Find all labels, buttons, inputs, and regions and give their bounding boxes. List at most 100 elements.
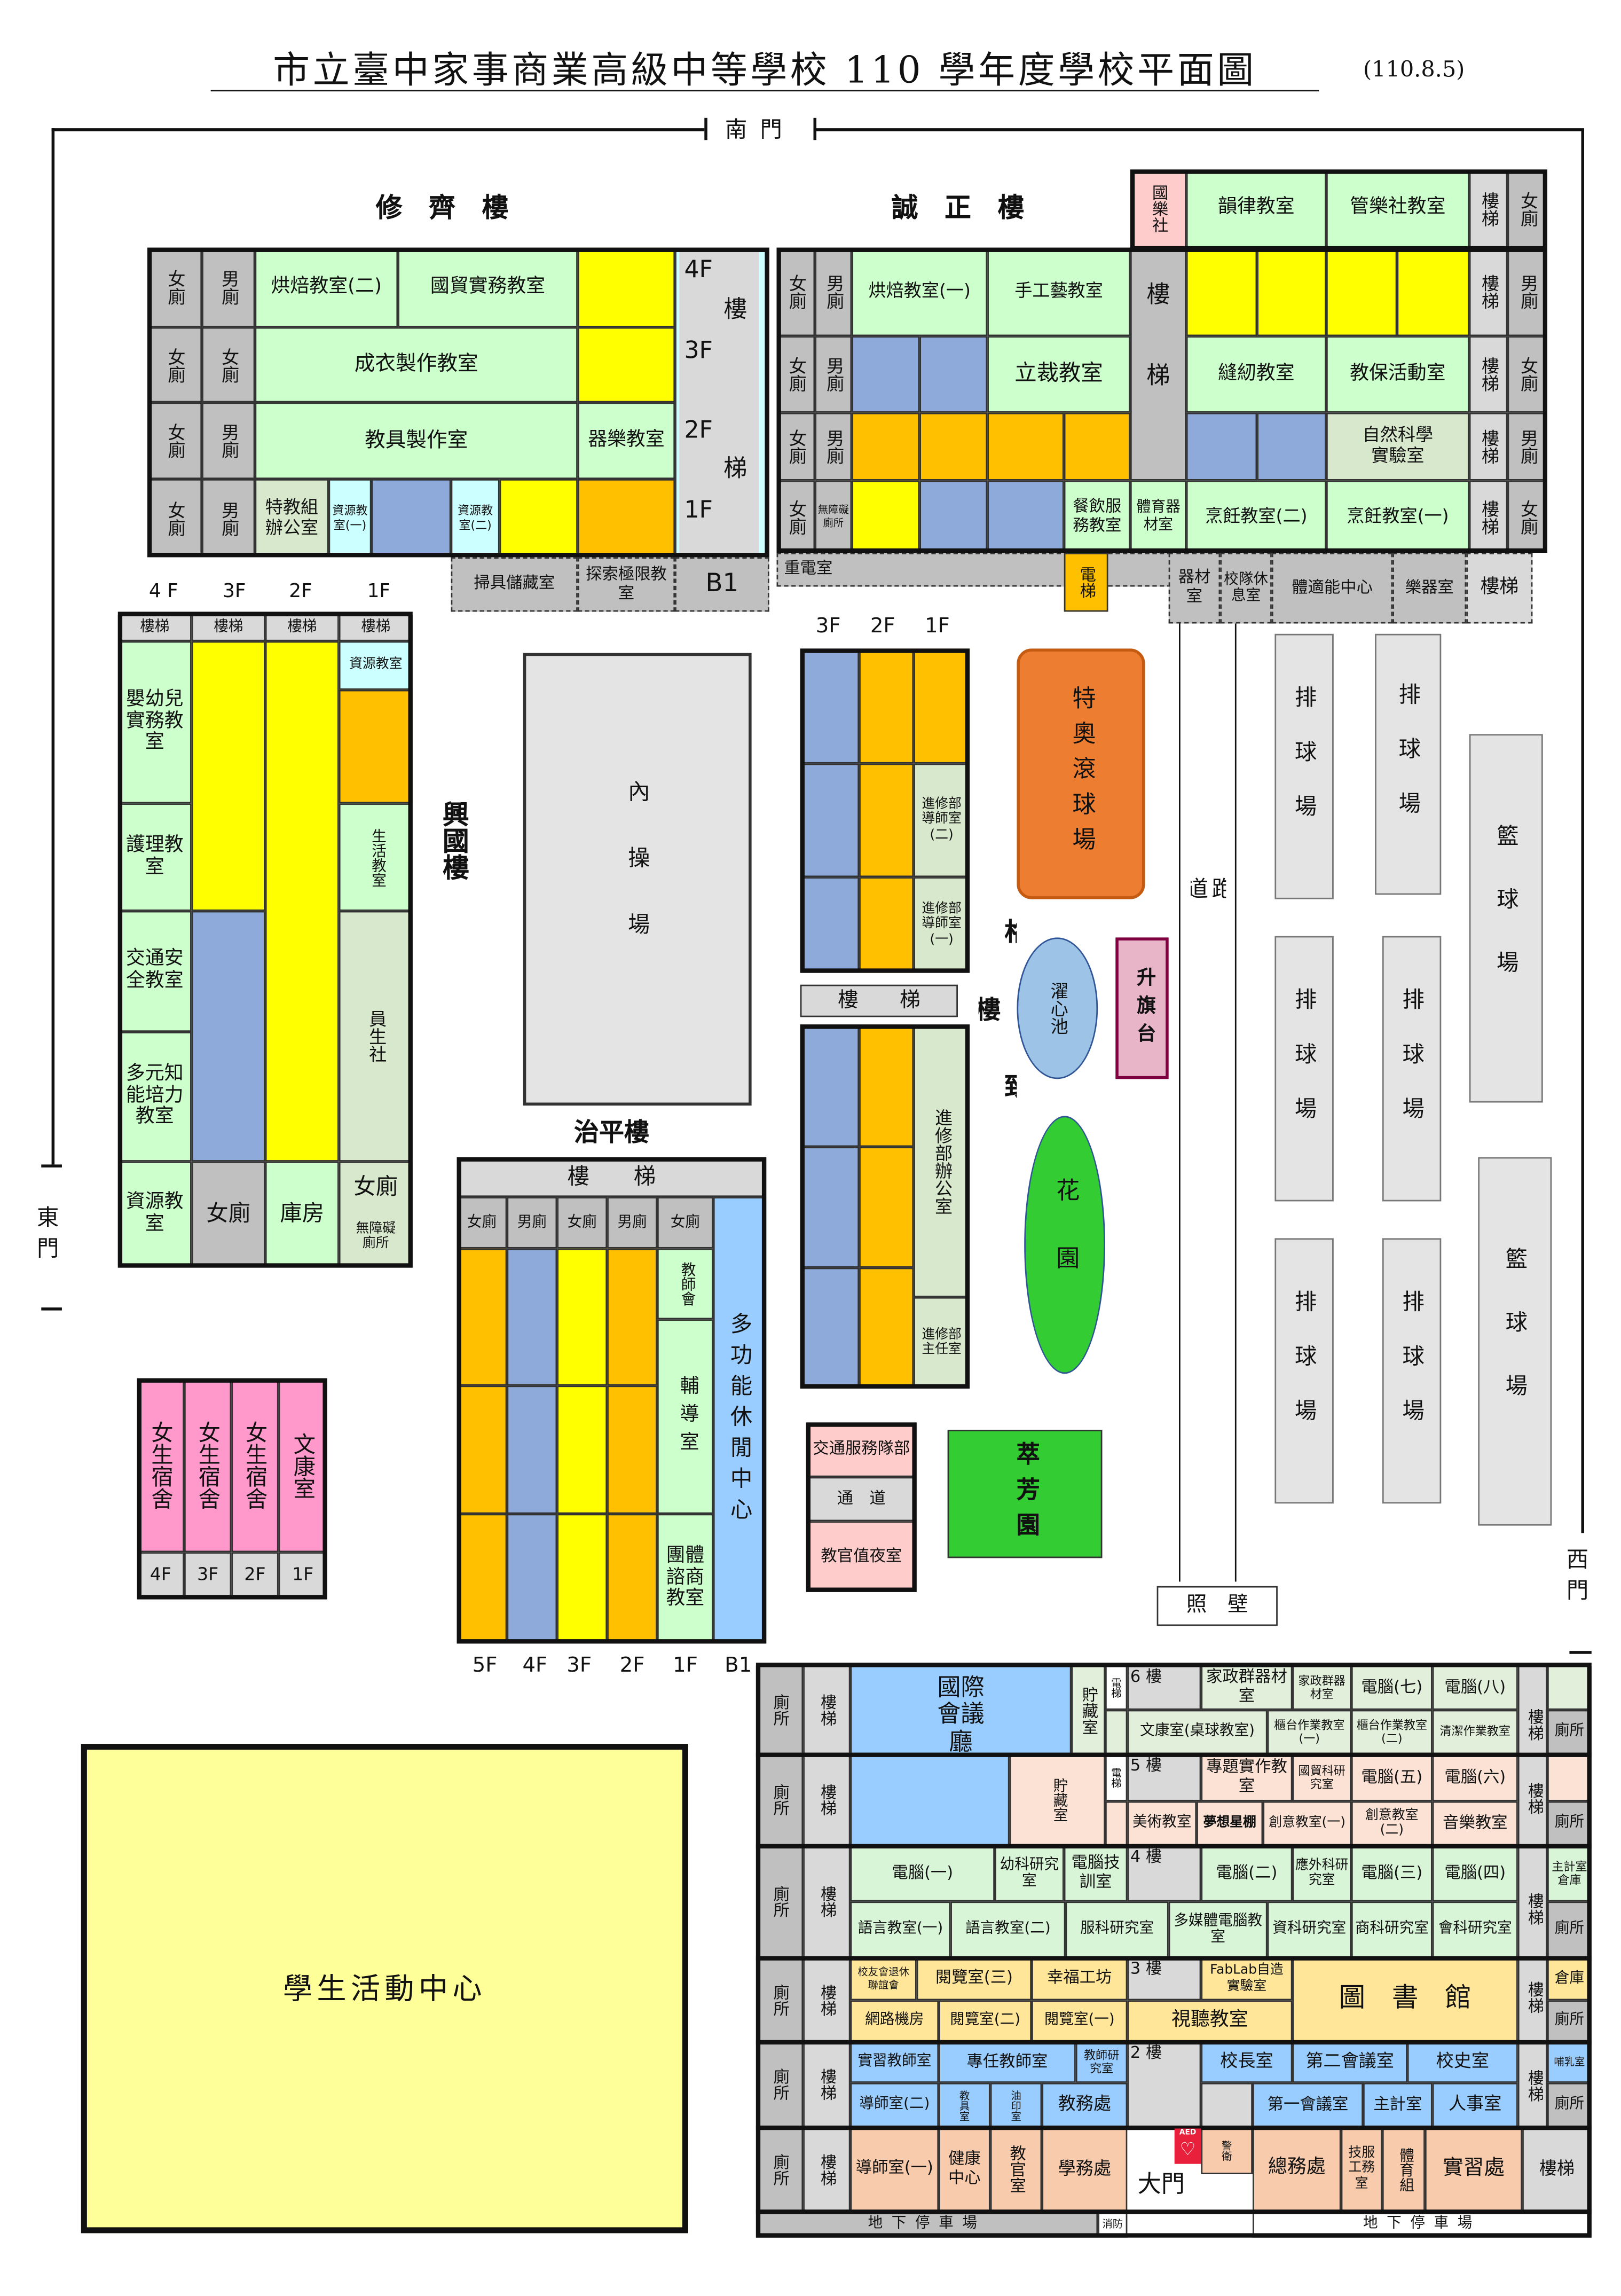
main-room: 網路機房 xyxy=(850,2000,939,2042)
main-room: 人事室 xyxy=(1432,2082,1518,2127)
main-room: 第二會議室 xyxy=(1292,2041,1407,2083)
main-stairs: 樓梯 xyxy=(1525,1782,1543,1815)
main-room: 櫃台作業教室(一) xyxy=(1267,1710,1351,1754)
room-block xyxy=(577,479,675,558)
main-stairs: 樓梯 xyxy=(1525,1708,1543,1741)
main-room: 校史室 xyxy=(1407,2041,1518,2083)
heart-icon: ♡ xyxy=(1179,2138,1196,2160)
xiuqi-stairs: 梯 xyxy=(723,453,747,482)
room-block xyxy=(800,877,860,973)
main-restroom: 廁所 xyxy=(1547,1710,1592,1754)
gezhi-room: 進修部導師室(一) xyxy=(914,877,970,973)
campus-room: 學生活動中心 xyxy=(81,1744,688,2234)
main-restroom: 廁所 xyxy=(1547,2082,1592,2127)
main-floor-label: 2 樓 xyxy=(1127,2041,1201,2127)
main-room: 閱覽室(二) xyxy=(939,2000,1032,2042)
boundary-line xyxy=(1581,128,1584,1533)
room-block xyxy=(919,412,988,481)
gezhi-building-name: 格致樓 xyxy=(978,918,1017,1228)
floor-separator xyxy=(756,2125,1592,2130)
main-room: 倉庫 xyxy=(1547,1957,1592,2001)
campus-room: 籃球場 xyxy=(1469,734,1543,1103)
chengzheng-room: 校隊休息室 xyxy=(1220,553,1272,624)
room-block xyxy=(1201,2082,1253,2127)
main-stairs: 樓梯 xyxy=(803,1665,851,1754)
main-room: 文康室(桌球教室) xyxy=(1127,1710,1268,1754)
chengzheng-room: 立裁教室 xyxy=(987,336,1130,413)
main-room: 資科研究室 xyxy=(1267,1901,1351,1958)
main-stairs: 樓梯 xyxy=(803,2041,851,2127)
room-block xyxy=(607,1514,657,1644)
xiuqi-floor-label: B1 xyxy=(675,557,769,612)
main-restroom: 廁所 xyxy=(1547,1901,1592,1958)
south-gate-label: 南 門 xyxy=(725,116,785,143)
boundary-line xyxy=(813,128,1581,131)
main-room: 電腦(五) xyxy=(1351,1754,1433,1801)
xiuqi-room: 掃具儲藏室 xyxy=(451,557,578,612)
main-room: 電腦技訓室 xyxy=(1064,1845,1128,1902)
campus-room: 排球場 xyxy=(1382,1238,1442,1504)
main-room: 閱覽室(三) xyxy=(916,1957,1032,2001)
floor-separator xyxy=(756,2040,1592,2045)
room-block xyxy=(852,336,920,413)
main-room: 總務處 xyxy=(1253,2127,1341,2211)
main-room: 創意教室(一) xyxy=(1263,1801,1351,1846)
chengzheng-restroom: 男廁 xyxy=(815,336,852,413)
main-room: 幼科研究室 xyxy=(995,1845,1064,1902)
main-room: 語言教室(一) xyxy=(850,1901,951,1958)
main-room: 會科研究室 xyxy=(1432,1901,1518,1958)
zhiping-floor-label: 5F xyxy=(472,1654,498,1678)
main-room: 多媒體電腦教室 xyxy=(1168,1901,1268,1958)
xingguo-room: 交通安全教室 xyxy=(117,911,192,1032)
main-room: 實習處 xyxy=(1425,2127,1523,2211)
zhiping-floor-label: B1 xyxy=(725,1654,752,1678)
campus-room: 通 道 xyxy=(806,1477,917,1522)
room-block xyxy=(557,1385,608,1514)
xiuqi-room: 烘焙教室(二) xyxy=(255,247,398,327)
room-block xyxy=(1105,1801,1128,1846)
xingguo-restroom: 無障礙廁所 xyxy=(356,1221,396,1252)
xiuqi-room: 資源教室(一) xyxy=(328,479,372,558)
gezhi-room: 進修部辦公室 xyxy=(914,1024,970,1297)
boundary-line xyxy=(51,128,705,131)
dorm-floor-label: 1F xyxy=(278,1552,327,1600)
chengzheng-room: 管樂社教室 xyxy=(1326,169,1469,248)
zhiping-restroom: 男廁 xyxy=(607,1197,657,1249)
campus-room: 萃芳園 xyxy=(947,1430,1103,1558)
floor-separator xyxy=(756,1844,1592,1849)
room-block xyxy=(265,641,339,1162)
chengzheng-room: 手工藝教室 xyxy=(987,247,1130,336)
room-block xyxy=(1186,412,1257,481)
main-stairs: 樓梯 xyxy=(803,1754,851,1846)
main-room: 國貿科研究室 xyxy=(1292,1754,1351,1801)
main-room: 警衛 xyxy=(1201,2127,1253,2174)
main-room: 電腦(三) xyxy=(1351,1845,1433,1902)
gezhi-floor-label: 2F xyxy=(870,614,895,638)
room-block xyxy=(507,1248,557,1386)
chengzheng-stairs: 樓梯 xyxy=(1469,480,1508,553)
room-block xyxy=(577,327,675,403)
chengzheng-room: 樓 xyxy=(1146,279,1170,308)
gezhi-floor-label: 1F xyxy=(924,614,950,638)
main-room: 家政群器材室 xyxy=(1201,1665,1293,1710)
zhiping-room: 多功能休閒中心 xyxy=(713,1197,767,1644)
main-room: 櫃台作業教室(二) xyxy=(1351,1710,1433,1754)
chengzheng-room: 重電室 xyxy=(776,553,1172,587)
aed-icon: AED♡ xyxy=(1174,2128,1201,2164)
dorm-room: 女生宿舍 xyxy=(184,1378,232,1553)
chengzheng-restroom: 女廁 xyxy=(1507,480,1547,553)
zhiping-building-name: 治平樓 xyxy=(574,1119,649,1149)
room-block xyxy=(859,763,914,877)
xiuqi-restroom: 女廁 xyxy=(147,327,202,403)
xiuqi-restroom: 男廁 xyxy=(202,402,255,479)
boundary-line xyxy=(704,117,707,140)
chengzheng-room: 體育器材室 xyxy=(1130,480,1186,553)
room-block xyxy=(987,412,1064,481)
main-stairs: 電梯 xyxy=(1105,1665,1128,1710)
room-block xyxy=(859,877,914,973)
chengzheng-room: 教保活動室 xyxy=(1326,336,1469,413)
chengzheng-restroom: 女廁 xyxy=(776,336,815,413)
room-block xyxy=(800,1024,860,1147)
room-block xyxy=(339,1161,413,1268)
